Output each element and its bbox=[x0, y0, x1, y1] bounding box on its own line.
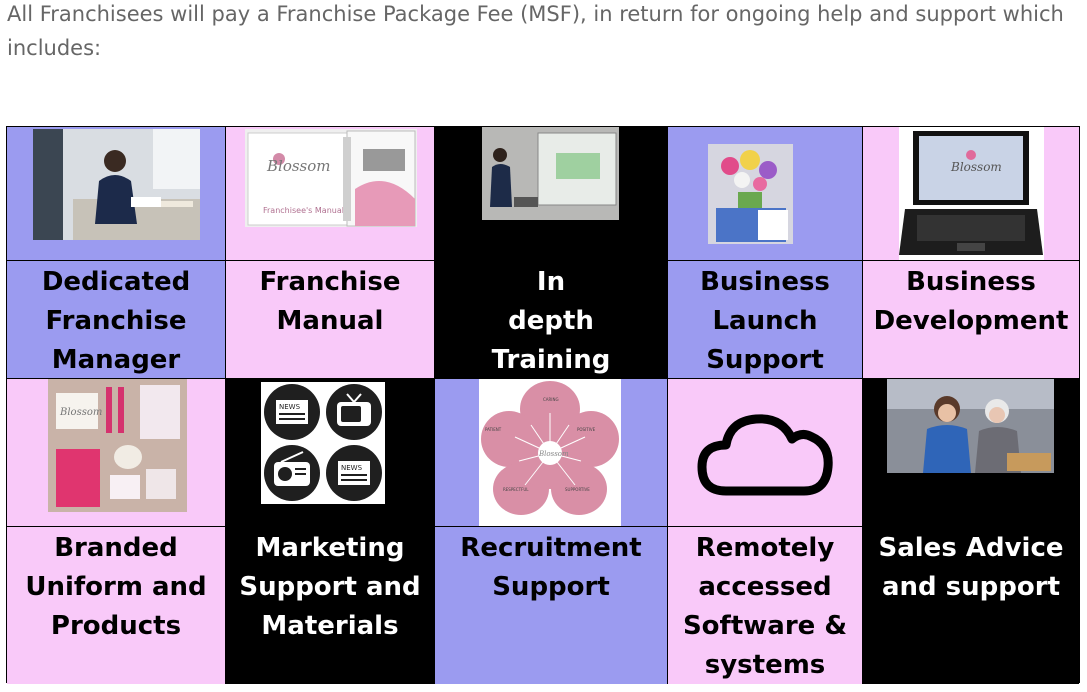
uniform-brand-text: Blossom bbox=[59, 407, 102, 418]
dedicated-manager-image-cell bbox=[7, 127, 226, 261]
software-image-cell bbox=[668, 379, 863, 527]
marketing-label: Marketing Support and Materials bbox=[226, 527, 435, 684]
manual-photo: Blossom Franchisee's Manual bbox=[245, 129, 417, 227]
training-photo bbox=[482, 127, 619, 220]
media-icons-graphic: NEWS bbox=[261, 382, 385, 504]
sales-photo bbox=[887, 379, 1054, 473]
svg-text:CARING: CARING bbox=[543, 397, 559, 402]
launch-support-label: Business Launch Support bbox=[668, 261, 863, 379]
software-label: Remotely accessed Software & systems bbox=[668, 527, 863, 684]
flower-graphic: Blossom CARING PATIENT POSITIVE RESPECTF… bbox=[479, 379, 621, 526]
tv-icon bbox=[326, 384, 382, 440]
recruitment-label: Recruitment Support bbox=[435, 527, 668, 684]
development-label: Business Development bbox=[863, 261, 1079, 379]
svg-text:Blossom: Blossom bbox=[538, 450, 569, 458]
intro-text: All Franchisees will pay a Franchise Pac… bbox=[7, 2, 1064, 60]
manager-photo bbox=[33, 129, 200, 240]
sales-image-cell bbox=[863, 379, 1079, 527]
newspaper-icon: NEWS bbox=[326, 445, 382, 501]
development-image-cell: Blossom bbox=[863, 127, 1079, 261]
svg-text:PATIENT: PATIENT bbox=[485, 427, 502, 432]
uniform-image-cell: Blossom bbox=[7, 379, 226, 527]
marketing-image-cell: NEWS bbox=[226, 379, 435, 527]
manual-brand-text: Blossom bbox=[266, 157, 331, 175]
flowers-photo bbox=[708, 144, 793, 244]
dedicated-manager-label: Dedicated Franchise Manager bbox=[7, 261, 226, 379]
svg-text:SUPPORTIVE: SUPPORTIVE bbox=[565, 487, 590, 492]
uniform-photo: Blossom bbox=[48, 379, 187, 512]
launch-support-image-cell bbox=[668, 127, 863, 261]
recruitment-image-cell: Blossom CARING PATIENT POSITIVE RESPECTF… bbox=[435, 379, 668, 527]
uniform-label: Branded Uniform and Products bbox=[7, 527, 226, 684]
newspaper-icon: NEWS bbox=[264, 384, 320, 440]
svg-text:RESPECTFUL: RESPECTFUL bbox=[503, 487, 529, 492]
laptop-brand-text: Blossom bbox=[950, 160, 1002, 174]
svg-text:NEWS: NEWS bbox=[279, 403, 301, 411]
cloud-icon bbox=[694, 405, 837, 497]
sales-label: Sales Advice and support bbox=[863, 527, 1079, 684]
radio-icon bbox=[264, 445, 320, 501]
franchise-manual-label: Franchise Manual bbox=[226, 261, 435, 379]
services-grid: Blossom Franchisee's Manual bbox=[6, 126, 1080, 684]
svg-text:NEWS: NEWS bbox=[341, 464, 363, 472]
laptop-photo: Blossom bbox=[899, 127, 1044, 260]
training-label: In depth Training bbox=[435, 261, 668, 379]
svg-text:POSITIVE: POSITIVE bbox=[577, 427, 596, 432]
training-image-cell bbox=[435, 127, 668, 261]
franchise-manual-image-cell: Blossom Franchisee's Manual bbox=[226, 127, 435, 261]
manual-caption-text: Franchisee's Manual bbox=[263, 206, 344, 215]
